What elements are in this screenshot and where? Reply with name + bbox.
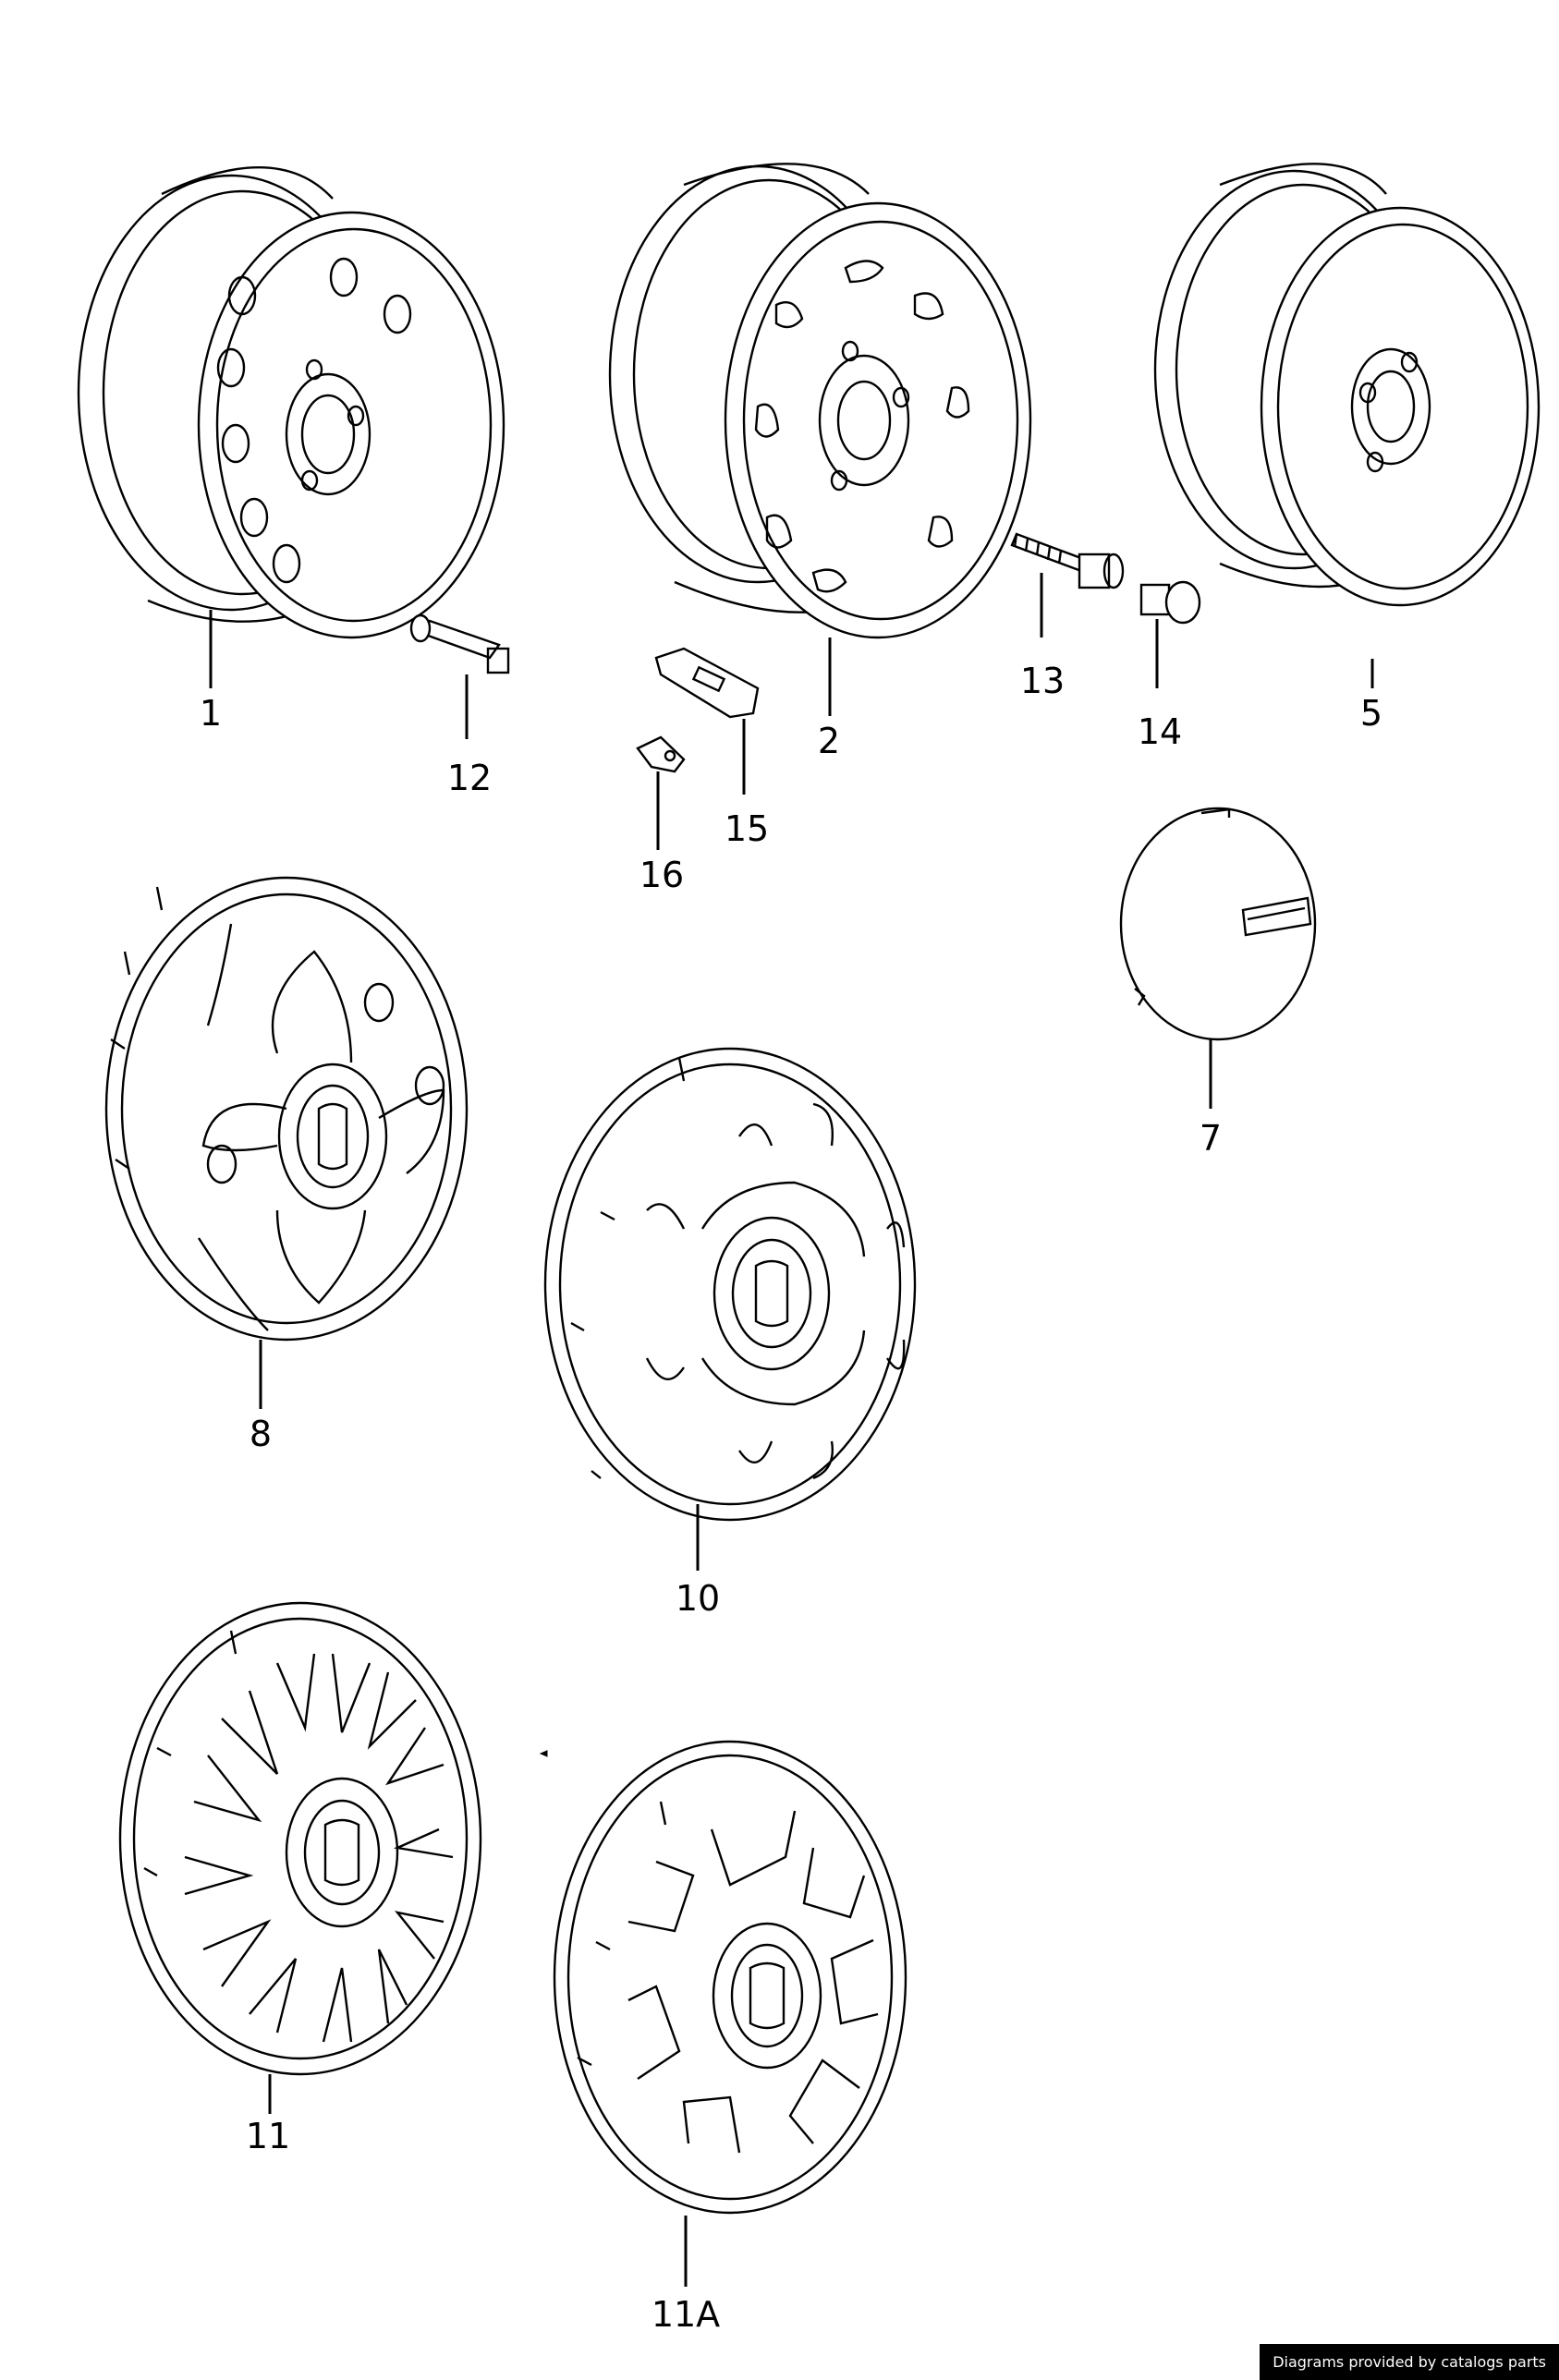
callout-14: 14	[1138, 711, 1182, 752]
valve	[409, 613, 510, 674]
callout-2: 2	[818, 721, 840, 761]
center-cap	[1119, 807, 1317, 1041]
callout-11A: 11A	[652, 2294, 720, 2335]
callout-5: 5	[1360, 693, 1382, 734]
stray-mark	[539, 1750, 548, 1757]
steel-wheel-slot-holes	[608, 163, 1032, 639]
callout-11: 11	[246, 2116, 290, 2156]
callout-8: 8	[250, 1414, 272, 1454]
callout-13: 13	[1020, 661, 1065, 701]
balance-weight-clip	[636, 735, 686, 773]
bolt-cap	[1139, 580, 1201, 625]
steel-wheel-plain	[1153, 163, 1541, 607]
callout-12: 12	[447, 758, 492, 798]
hub-cap-seven-spoke	[553, 1740, 907, 2215]
hub-cap-eight-window	[543, 1047, 917, 1522]
callout-10: 10	[676, 1578, 720, 1619]
callout-15: 15	[725, 808, 769, 849]
balance-weight	[654, 647, 760, 719]
callout-16: 16	[639, 855, 684, 895]
steel-wheel-round-holes	[77, 166, 505, 639]
callout-7: 7	[1200, 1118, 1222, 1159]
credit-label: Diagrams provided by catalogs parts	[1260, 2344, 1559, 2380]
callout-1: 1	[200, 693, 222, 734]
wheel-bolt	[1010, 532, 1125, 589]
hub-cap-multi-window	[118, 1601, 482, 2076]
hub-cap-four-spoke	[104, 876, 469, 1342]
